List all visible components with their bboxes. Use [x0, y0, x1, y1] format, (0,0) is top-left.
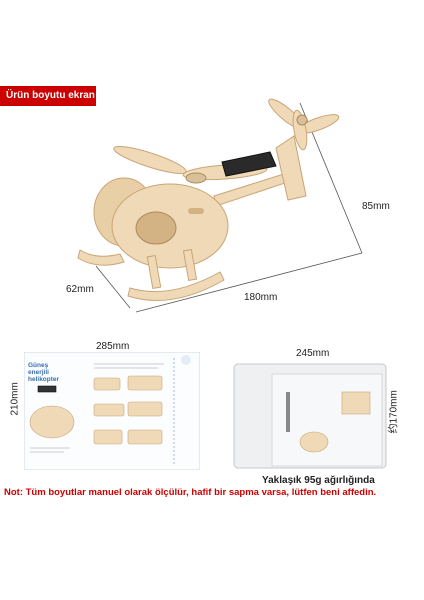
- length-label: 180mm: [244, 292, 278, 303]
- card-logo-icon: [181, 355, 191, 365]
- card-title: Güneş enerjili helikopter: [28, 362, 60, 383]
- solar-panel: [221, 151, 277, 177]
- bag-weight-caption: Yaklaşık 95g ağırlığında: [262, 475, 375, 486]
- card-width-label: 285mm: [96, 341, 130, 352]
- card-text-lines: [30, 363, 164, 453]
- tail-rotor: [268, 98, 340, 151]
- card-step-sketches: [29, 375, 163, 445]
- packaging-bag-image: [233, 363, 387, 469]
- depth-label: 62mm: [66, 284, 94, 295]
- bag-label-strip: [286, 392, 290, 432]
- height-label: 85mm: [362, 201, 390, 212]
- card-height-label: 210mm: [9, 382, 21, 416]
- size-screen-badge: Ürün boyutu ekran: [0, 86, 96, 106]
- tail-fin: [275, 135, 307, 201]
- helicopter-product-image: [77, 98, 363, 313]
- helicopter-body: [93, 177, 229, 269]
- instruction-card-image: [24, 352, 200, 470]
- landing-skids: [77, 248, 225, 301]
- bag-width-label: 245mm: [296, 348, 330, 359]
- main-rotor: [113, 146, 268, 184]
- measurement-disclaimer: Not: Tüm boyutlar manuel olarak ölçülür,…: [4, 487, 377, 498]
- bag-contents: [299, 391, 371, 453]
